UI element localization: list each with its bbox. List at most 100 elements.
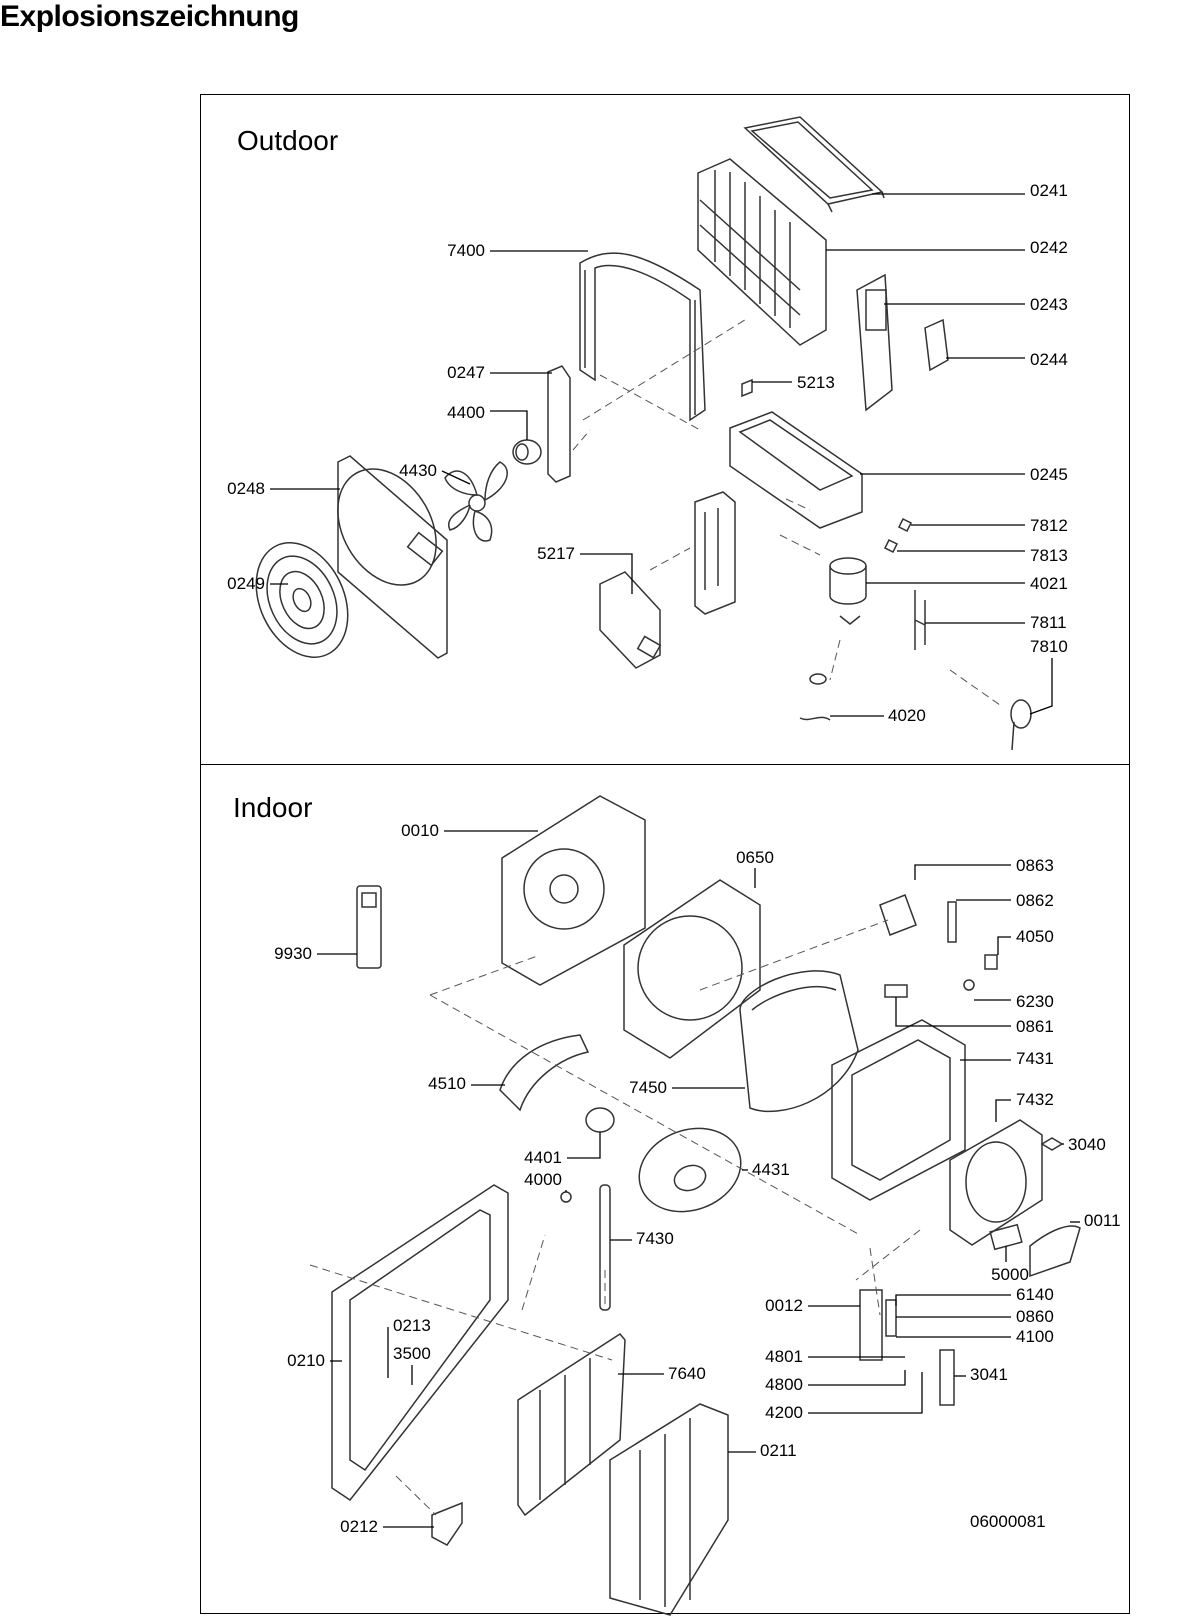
part-label-0247: 0247 (447, 363, 485, 382)
cover-3041 (939, 1349, 955, 1406)
motor-4401 (585, 1107, 615, 1133)
part-6230 (963, 979, 975, 991)
coil-7810 (1010, 699, 1032, 751)
part-label-5000: 5000 (991, 1265, 1029, 1284)
motor-support-0247 (547, 365, 571, 483)
part-3040 (1040, 1137, 1064, 1151)
part-6140 (885, 1299, 897, 1337)
part-label-0241: 0241 (1030, 181, 1068, 200)
part-label-0860: 0860 (1016, 1307, 1054, 1326)
partition-plate (694, 491, 736, 615)
part-0011 (1029, 1225, 1081, 1278)
bracket-5213 (741, 378, 753, 398)
side-panel-0243 (856, 273, 893, 412)
part-label-0011: 0011 (1084, 1211, 1121, 1230)
fan-motor-4400 (512, 439, 542, 465)
part-label-0862: 0862 (1016, 891, 1054, 910)
part-label-3041: 3041 (970, 1365, 1008, 1384)
rod-7430 (599, 1184, 611, 1311)
base-pan-0245 (729, 411, 863, 529)
top-cover-0241 (743, 116, 885, 213)
bellmouth-7432 (949, 1119, 1043, 1246)
part-label-4020: 4020 (888, 706, 926, 725)
part-label-0249: 0249 (227, 574, 265, 593)
part-label-3040: 3040 (1068, 1135, 1106, 1154)
part-label-7400: 7400 (447, 241, 485, 260)
section-label-indoor: Indoor (233, 792, 313, 823)
control-box-5217 (599, 571, 662, 669)
drain-pan-0650 (623, 879, 761, 1059)
turbo-fan-4431 (638, 1127, 742, 1213)
part-label-0243: 0243 (1030, 295, 1068, 314)
part-label-4000: 4000 (524, 1170, 562, 1189)
section-divider (200, 764, 1130, 765)
box-0012 (859, 1289, 883, 1361)
leader-line-4200 (808, 1372, 923, 1414)
part-label-0863: 0863 (1016, 856, 1054, 875)
part-label-7811: 7811 (1030, 613, 1067, 632)
sensor-4050 (984, 954, 998, 970)
document-number: 06000081 (970, 1512, 1046, 1531)
part-label-7812: 7812 (1030, 516, 1068, 535)
part-5000 (989, 1223, 1023, 1251)
part-label-6140: 6140 (1016, 1285, 1054, 1304)
part-label-0210: 0210 (287, 1351, 325, 1370)
remote-9930 (356, 885, 382, 969)
part-label-4200: 4200 (765, 1403, 803, 1422)
part-label-7640: 7640 (668, 1364, 706, 1383)
condenser-7400 (579, 252, 706, 422)
terminal-cover (809, 673, 827, 685)
bracket-0862 (947, 901, 957, 943)
front-panel-0248 (337, 455, 448, 659)
part-label-3500: 3500 (393, 1344, 431, 1363)
part-4000 (560, 1191, 572, 1203)
frame-7431 (831, 1019, 966, 1201)
part-label-0248: 0248 (227, 479, 265, 498)
leader-line-4800 (808, 1370, 906, 1386)
part-label-0212: 0212 (340, 1517, 378, 1536)
part-label-9930: 9930 (274, 944, 312, 963)
part-label-7431: 7431 (1016, 1049, 1054, 1068)
part-label-4100: 4100 (1016, 1327, 1054, 1346)
part-label-4801: 4801 (765, 1347, 803, 1366)
valve-7812 (897, 517, 913, 533)
part-label-4430: 4430 (399, 461, 437, 480)
part-label-4431: 4431 (752, 1160, 790, 1179)
section-label-outdoor: Outdoor (237, 125, 339, 156)
leader-line-5217 (580, 553, 633, 594)
part-label-4050: 4050 (1016, 927, 1054, 946)
bracket-0861 (884, 984, 908, 998)
bracket-0863 (879, 894, 917, 936)
leader-line-0861 (895, 997, 1011, 1027)
part-label-7430: 7430 (636, 1229, 674, 1248)
fan-guard-0249 (255, 542, 349, 658)
scroll-4510 (499, 1034, 590, 1112)
part-label-4400: 4400 (447, 403, 485, 422)
leader-line-4401 (567, 1132, 601, 1159)
leader-line-4400 (490, 410, 528, 440)
leader-line-6140 (895, 1294, 1011, 1306)
part-label-4401: 4401 (524, 1148, 562, 1167)
valve-7813 (883, 538, 899, 554)
part-label-0650: 0650 (736, 848, 774, 867)
part-label-4510: 4510 (428, 1074, 466, 1093)
leader-line-4430 (441, 470, 471, 485)
propeller-4430 (444, 461, 508, 542)
part-label-7813: 7813 (1030, 546, 1068, 565)
leader-line-7810 (1029, 658, 1053, 715)
leader-line-4050 (997, 936, 1011, 955)
cable-4020 (799, 716, 831, 721)
pipe-7811 (914, 590, 926, 650)
grille-0211 (609, 1403, 729, 1616)
part-label-5217: 5217 (537, 544, 575, 563)
leader-line-7432 (995, 1099, 1011, 1122)
part-label-7450: 7450 (629, 1078, 667, 1097)
part-label-0245: 0245 (1030, 465, 1068, 484)
part-label-6230: 6230 (1016, 992, 1054, 1011)
leader-line-0863 (914, 864, 1011, 880)
part-label-7432: 7432 (1016, 1090, 1054, 1109)
front-panel-0210 (331, 1184, 509, 1502)
part-label-0010: 0010 (401, 821, 439, 840)
filter-7640 (517, 1333, 626, 1517)
part-label-0861: 0861 (1016, 1017, 1054, 1036)
